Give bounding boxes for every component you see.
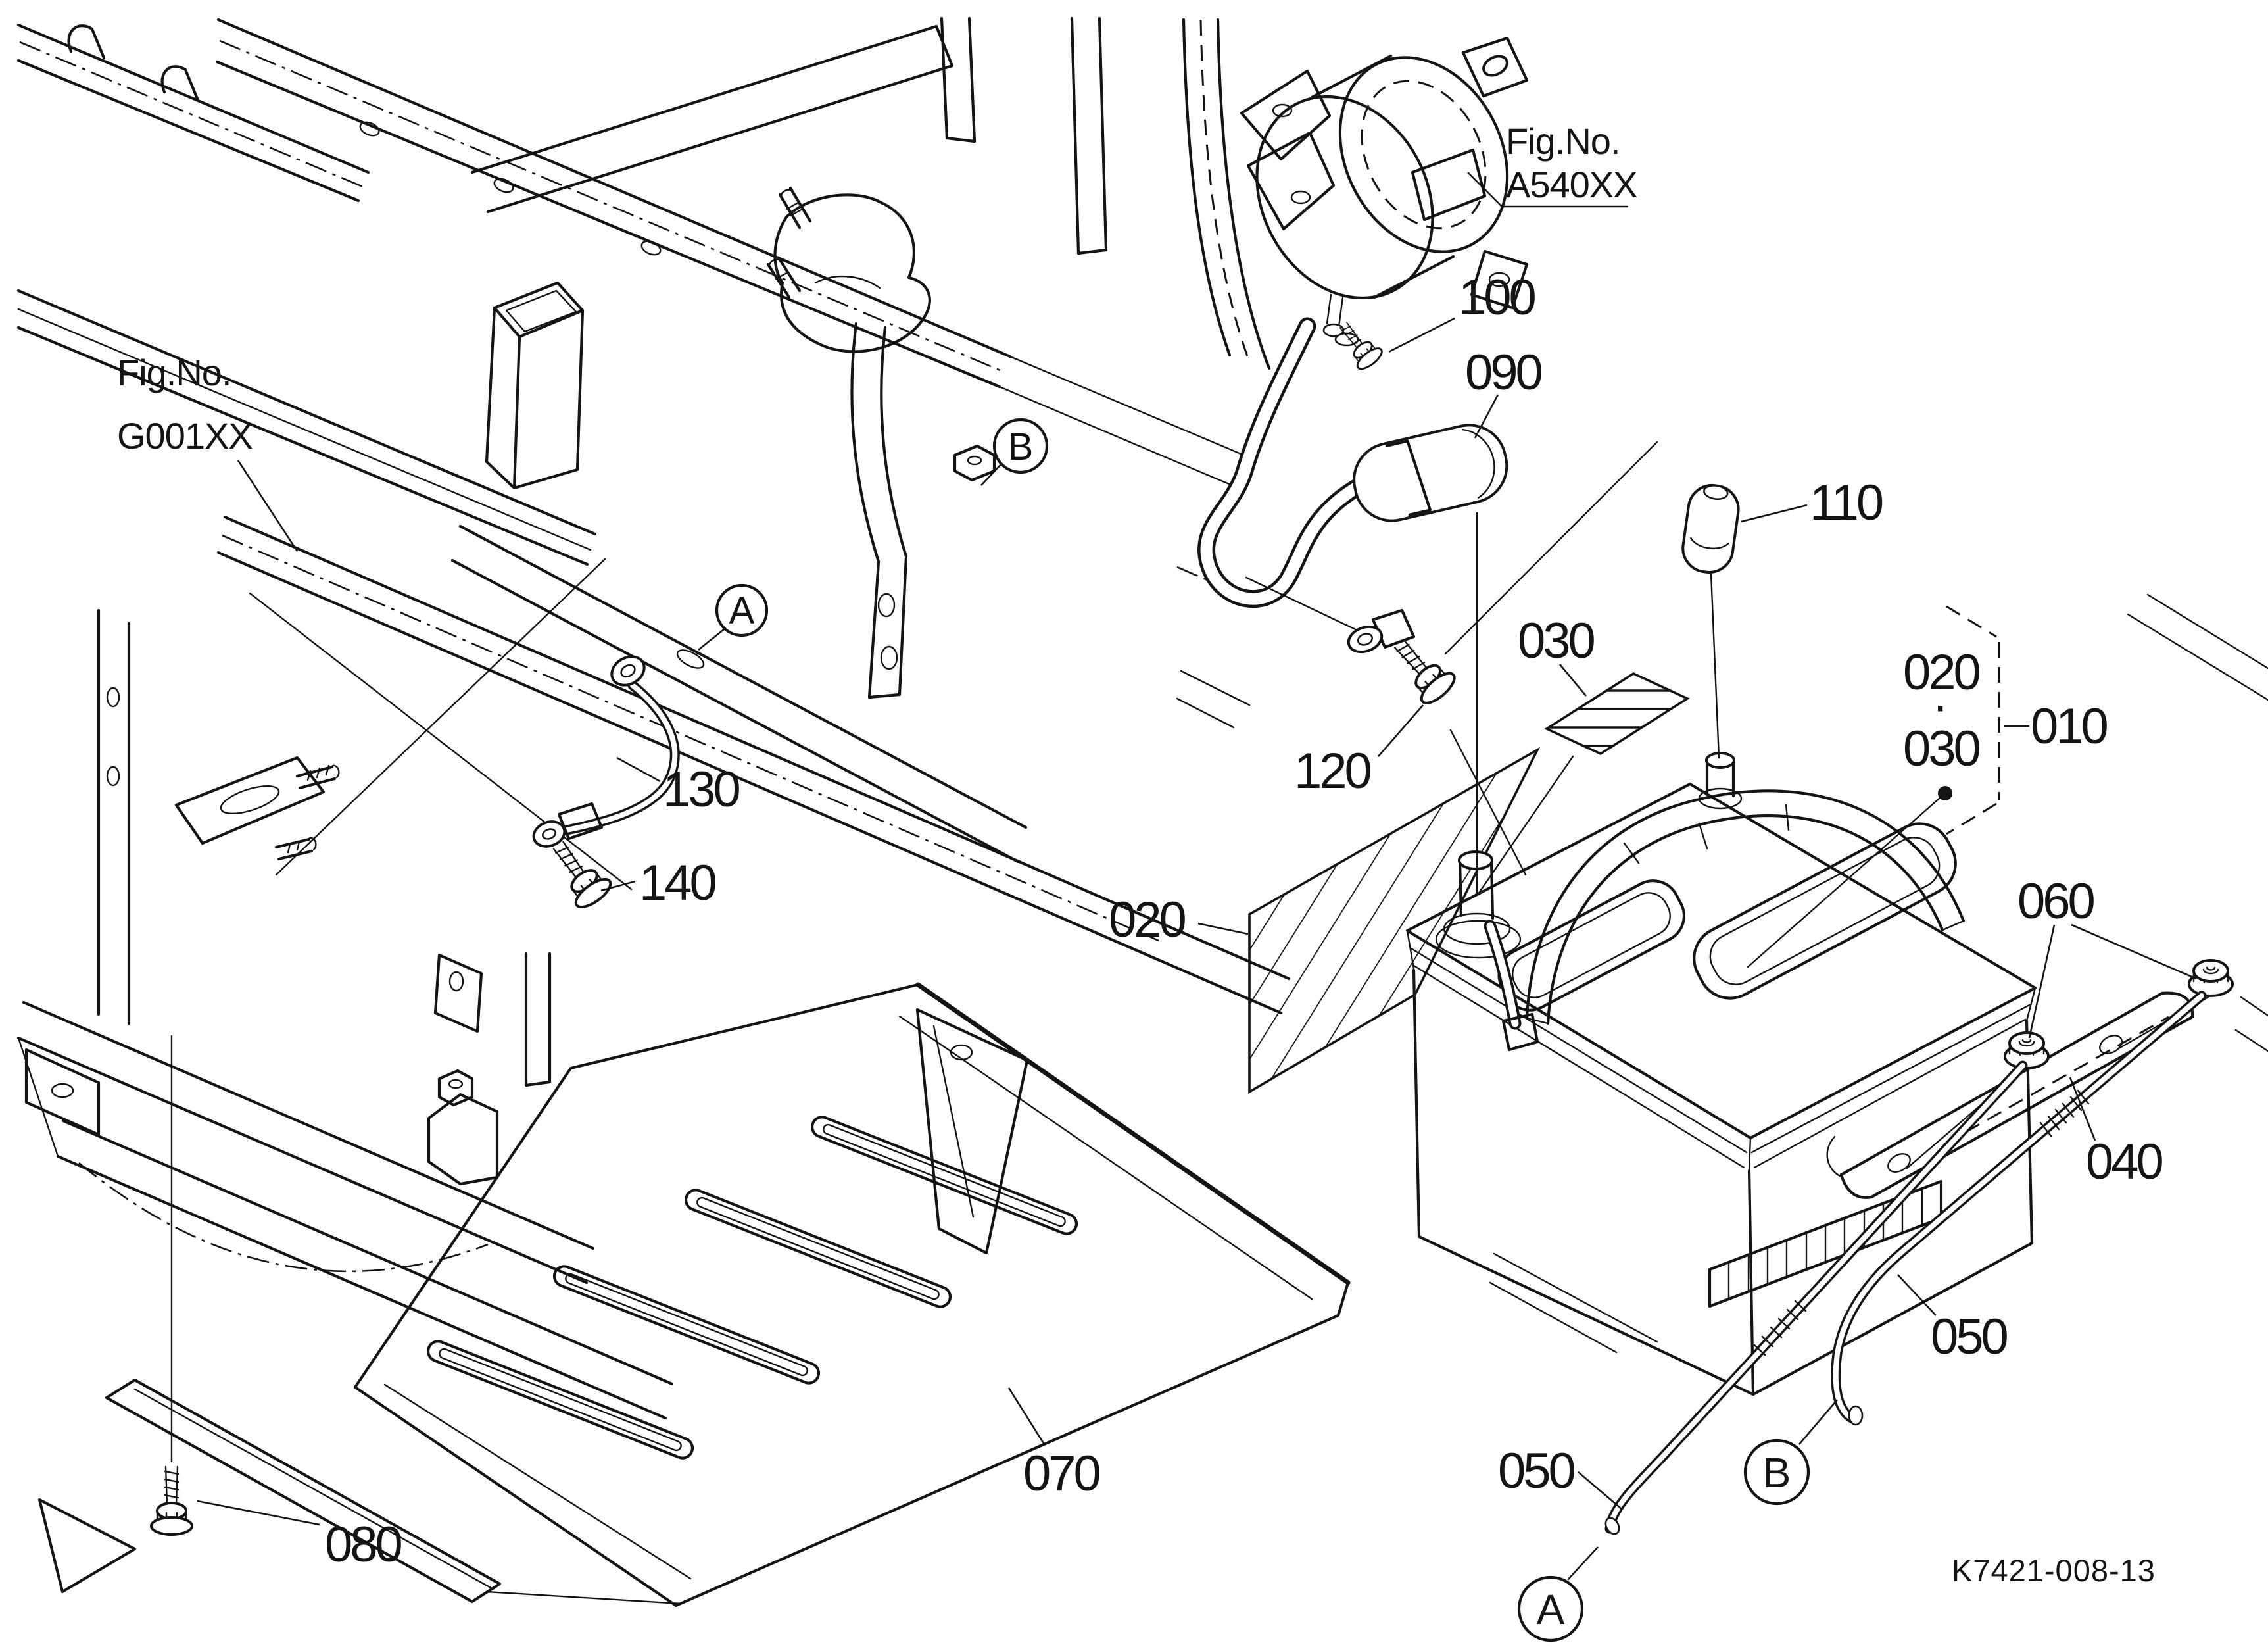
cell-cover <box>1693 822 1957 1000</box>
frame-hole-a <box>676 649 705 669</box>
assembly-group-bracket <box>1747 605 2000 968</box>
ground-cable-drawing <box>532 655 680 848</box>
assembly-line <box>1444 441 1658 655</box>
leader-marker-a-top <box>698 627 725 651</box>
leader-a540xx <box>1467 172 1628 208</box>
terminal-cover-110 <box>1681 483 1740 574</box>
battery-case <box>1412 968 2034 1396</box>
leader-g001xx <box>237 460 299 552</box>
leader-110 <box>1741 504 1808 523</box>
leader-030 <box>1559 664 1587 697</box>
figure-reference-frame[interactable]: Fig.No. G001XX <box>117 352 253 456</box>
battery-post <box>1458 850 1493 870</box>
callout-140[interactable]: 140 <box>639 855 719 911</box>
seat-clamp-bracket <box>773 193 931 353</box>
callout-120[interactable]: 120 <box>1294 743 1374 799</box>
leader-130 <box>616 756 661 783</box>
callout-060[interactable]: 060 <box>2017 873 2097 929</box>
marker-b-top-circle <box>992 418 1049 474</box>
terminal-boot <box>1353 424 1508 522</box>
callout-130[interactable]: 130 <box>663 762 742 818</box>
battery-cable-drawing <box>1197 317 1740 895</box>
callout-010[interactable]: 010 <box>2031 699 2110 754</box>
callout-100[interactable]: 100 <box>1459 270 1538 326</box>
alternator-ear <box>1461 36 1529 98</box>
panel-slot <box>809 1114 1080 1237</box>
fender-bracket <box>174 756 326 845</box>
leader-060 <box>2028 923 2197 1039</box>
leader-040 <box>2069 1077 2096 1141</box>
marker-a-top: A <box>729 589 755 632</box>
marker-a-bottom-circle <box>1517 1575 1584 1642</box>
figref-alt-line2[interactable]: A540XX <box>1506 164 1638 205</box>
bolt-080 <box>150 1465 193 1536</box>
marker-b-bottom-circle <box>1743 1438 1810 1506</box>
leader-090 <box>1474 394 1499 439</box>
callout-030[interactable]: 030 <box>1518 613 1597 669</box>
figref-frame-line2[interactable]: G001XX <box>117 415 253 456</box>
gusset-bracket <box>915 1008 1029 1255</box>
callout-070[interactable]: 070 <box>1023 1446 1103 1502</box>
panel-slot <box>552 1264 822 1386</box>
panel-slot <box>425 1339 696 1461</box>
callout-080[interactable]: 080 <box>325 1517 404 1573</box>
leader-080 <box>197 1500 320 1526</box>
alternator-lug <box>1470 249 1529 310</box>
chassis-frame-drawing <box>16 16 2268 1420</box>
callout-group-030[interactable]: 030 <box>1903 721 1983 777</box>
leader-020 <box>1197 922 1249 935</box>
frame-clip <box>160 65 199 101</box>
assembly-line <box>1449 729 1527 876</box>
floor-panel-drawing <box>37 982 1351 1608</box>
callout-040[interactable]: 040 <box>2086 1134 2165 1190</box>
marker-b-top: B <box>1008 426 1034 468</box>
square-nut <box>953 444 996 482</box>
bolt-120 <box>1382 628 1460 710</box>
callout-090[interactable]: 090 <box>1465 345 1545 401</box>
leader-marker-b-bottom <box>1798 1399 1838 1445</box>
figref-alt-line1[interactable]: Fig.No. <box>1506 120 1621 162</box>
leader-marker-b-top <box>980 462 1003 486</box>
callout-020[interactable]: 020 <box>1109 892 1188 948</box>
marker-b-bottom: B <box>1763 1449 1791 1496</box>
figure-reference-alternator[interactable]: Fig.No. A540XX <box>1506 120 1638 205</box>
leader-050-left <box>1578 1471 1622 1510</box>
callout-group-separator: · <box>1932 677 1946 733</box>
leader-100 <box>1388 317 1455 353</box>
hold-down-bracket <box>1839 991 2194 1199</box>
leader-140 <box>600 880 636 892</box>
leader-120 <box>1378 704 1424 757</box>
label-030 <box>1544 672 1690 756</box>
battery-handle <box>1525 789 1966 1020</box>
view-markers: A B A B <box>715 418 1810 1642</box>
seat-strut <box>850 322 908 564</box>
panel-slot <box>683 1187 953 1310</box>
leader-050-right <box>1897 1274 1937 1316</box>
leader-lines <box>197 172 2197 1581</box>
alternator-drawing <box>1240 36 1529 347</box>
frame-clip <box>67 24 106 60</box>
callout-050-right[interactable]: 050 <box>1931 1309 2010 1365</box>
side-panel-edge <box>1182 18 1271 370</box>
leader-070 <box>1007 1387 1046 1445</box>
battery-drawing <box>1405 752 2037 1396</box>
l-bracket <box>427 1093 499 1186</box>
figref-frame-line1[interactable]: Fig.No. <box>117 352 232 393</box>
leader-marker-a-bottom <box>1567 1546 1599 1581</box>
square-nut <box>437 1069 474 1107</box>
drawing-number: K7421-008-13 <box>1952 1553 2156 1588</box>
callout-group-020[interactable]: 020 <box>1903 645 1983 701</box>
pad-020 <box>1248 747 1541 1094</box>
marker-a-bottom: A <box>1537 1586 1565 1633</box>
hold-down-drawing <box>1604 959 2234 1535</box>
caution-label-hatch <box>1478 672 1690 893</box>
floor-panel-outline <box>353 983 1350 1608</box>
callout-110[interactable]: 110 <box>1810 475 1885 531</box>
battery-pad-hatch <box>1248 747 1541 1094</box>
marker-a-top-circle <box>715 583 769 637</box>
callout-050-left[interactable]: 050 <box>1498 1443 1578 1499</box>
panel-support-strip <box>105 1378 502 1604</box>
battery-post <box>1705 752 1735 769</box>
